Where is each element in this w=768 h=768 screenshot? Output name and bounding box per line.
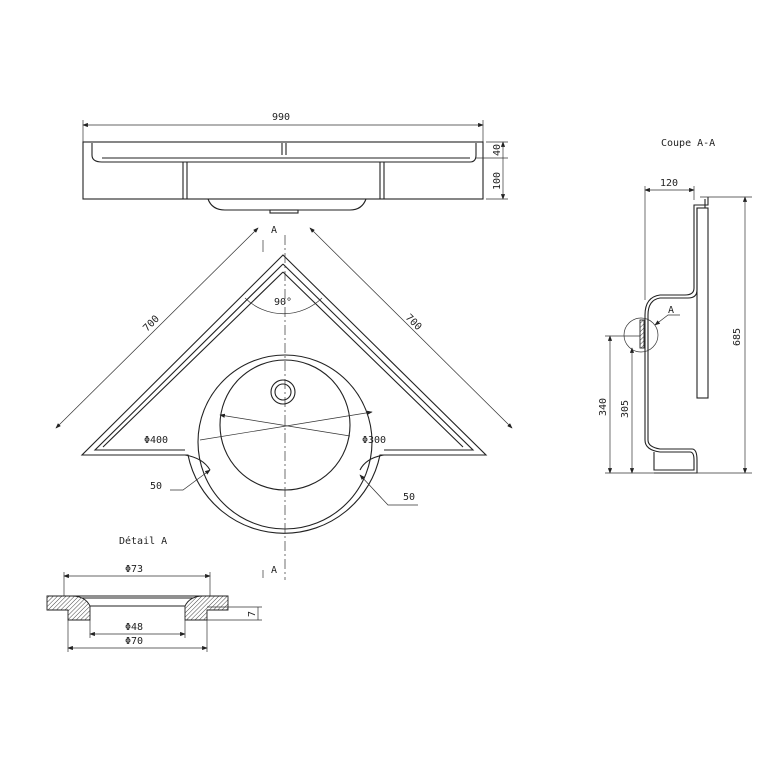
dim-120: 120	[660, 178, 678, 189]
dim-diameter-73: Φ73	[125, 564, 143, 575]
dim-radius-50-left: 50	[150, 481, 162, 492]
dim-700-left: 700	[141, 314, 162, 335]
detail-marker-a: A	[668, 305, 674, 316]
section-title: Coupe A-A	[661, 138, 715, 149]
dim-340: 340	[598, 398, 609, 416]
dim-40: 40	[492, 144, 503, 156]
dim-diameter-400: Φ400	[144, 435, 168, 446]
detail-view: Détail A Φ73 7 Φ48 Φ70	[46, 535, 262, 652]
plan-view: A A 90° 700 700 Φ400 Φ300 50 50	[55, 225, 513, 580]
dim-diameter-48: Φ48	[125, 622, 143, 633]
dim-7: 7	[247, 611, 258, 617]
dim-305: 305	[620, 400, 631, 418]
dim-diameter-70: Φ70	[125, 636, 143, 647]
dim-angle-90: 90°	[274, 297, 292, 308]
section-mark-top: A	[271, 225, 277, 236]
section-view: Coupe A-A 120 685 A 340 305	[598, 138, 752, 474]
front-view: 990 40 100	[82, 112, 508, 214]
section-mark-bottom: A	[271, 565, 277, 576]
dim-685: 685	[732, 328, 743, 346]
dim-100: 100	[492, 172, 503, 190]
dim-700-right: 700	[403, 312, 424, 333]
dim-radius-50-right: 50	[403, 492, 415, 503]
dim-diameter-300: Φ300	[362, 435, 386, 446]
dim-990: 990	[272, 112, 290, 123]
detail-title: Détail A	[119, 535, 167, 547]
